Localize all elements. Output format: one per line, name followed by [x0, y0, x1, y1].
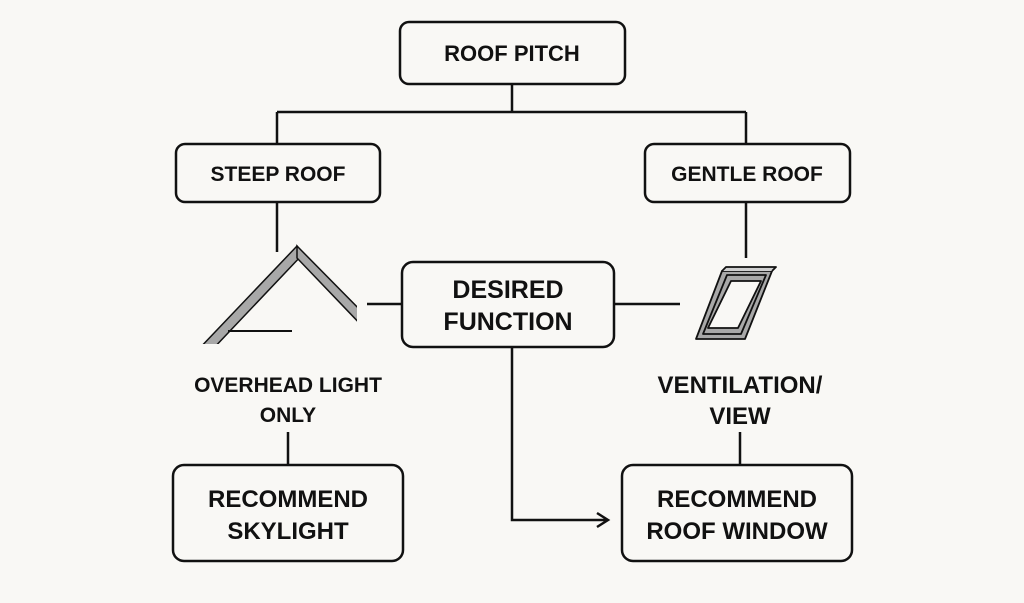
pitched-roof-icon — [202, 244, 357, 344]
node-steep-roof — [174, 142, 382, 204]
roof-window-icon — [695, 266, 777, 340]
label-ventilation-2: VIEW — [709, 403, 771, 430]
label-recommend-skylight-1: RECOMMEND — [208, 486, 368, 513]
label-overhead-light-2: ONLY — [260, 404, 316, 427]
label-steep-roof: STEEP ROOF — [211, 163, 346, 186]
node-roof-pitch — [398, 20, 627, 86]
label-recommend-roof-window-1: RECOMMEND — [657, 486, 817, 513]
label-ventilation-1: VENTILATION/ — [658, 372, 823, 399]
arrow-function-to-roof-window — [510, 347, 611, 529]
label-overhead-light-1: OVERHEAD LIGHT — [194, 374, 382, 397]
label-desired-function-2: FUNCTION — [443, 308, 572, 336]
connector-root — [275, 84, 748, 144]
label-desired-function-1: DESIRED — [452, 276, 563, 304]
label-recommend-roof-window-2: ROOF WINDOW — [646, 518, 828, 545]
node-recommend-skylight — [171, 463, 405, 563]
node-gentle-roof — [643, 142, 852, 204]
node-recommend-roof-window — [620, 463, 854, 563]
label-roof-pitch: ROOF PITCH — [444, 41, 580, 66]
node-desired-function — [400, 260, 616, 349]
label-recommend-skylight-2: SKYLIGHT — [227, 518, 349, 545]
label-gentle-roof: GENTLE ROOF — [671, 163, 823, 186]
